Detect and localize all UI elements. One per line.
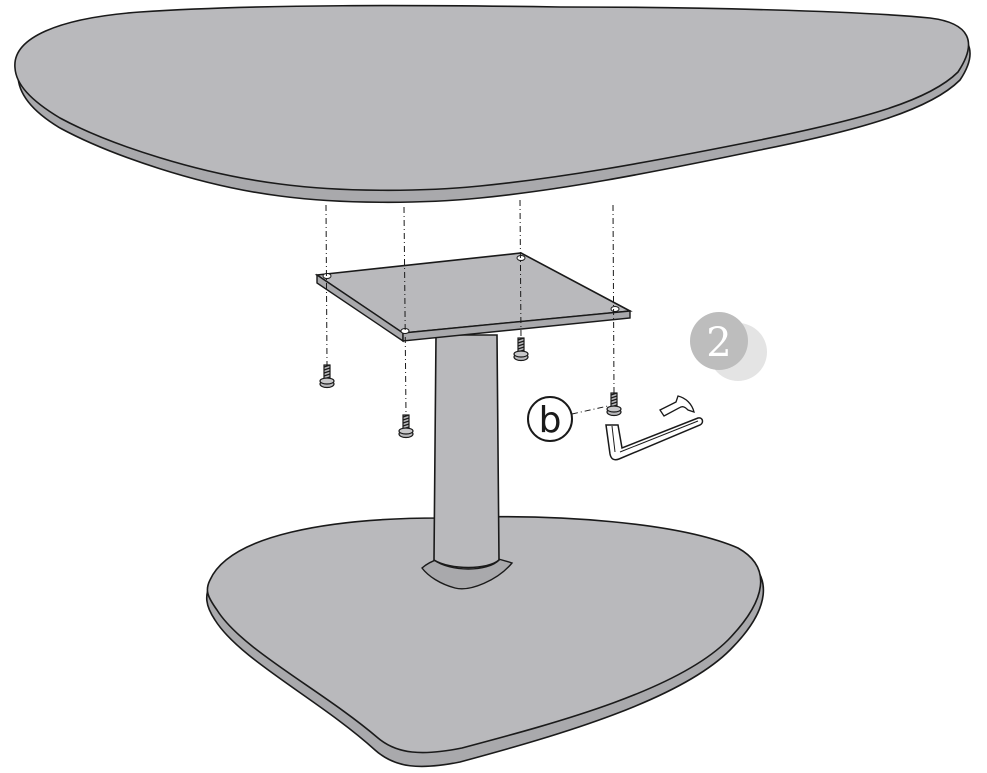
step-badge: 2 [690,312,767,381]
rotation-arrow [659,395,695,417]
plate-side-front [402,310,631,342]
plate-hole [516,255,526,261]
screw [606,392,622,417]
screw [398,414,414,439]
plate-hole [322,273,332,279]
allen-key [605,417,704,461]
screw [319,364,335,389]
base [205,515,765,768]
column-body [433,334,500,569]
mounting-plate [314,252,633,343]
part-label-b: b [527,396,573,442]
screw [513,337,529,362]
step-number: 2 [706,320,731,366]
plate-hole [610,306,620,312]
tabletop [14,4,971,204]
column [433,334,500,570]
part-label-text: b [539,400,562,441]
guide-lines [325,199,615,416]
screws [319,337,622,439]
tabletop-surface [14,4,970,192]
step-badge-circle [690,312,748,370]
